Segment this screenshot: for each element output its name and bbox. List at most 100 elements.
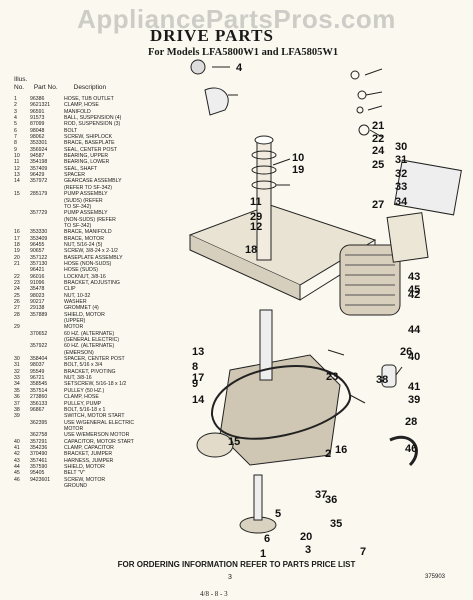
part-description: GEARCASE ASSEMBLY [64, 178, 122, 185]
illus-no: 42 [14, 451, 20, 458]
part-number: 91573 [30, 115, 45, 122]
part-number: 95405 [30, 470, 45, 477]
callout-8: 8 [192, 361, 198, 373]
callout-40: 40 [408, 351, 420, 363]
callout-labels: 1234567891011121314151617181920212223242… [192, 62, 421, 560]
page-number: 3 [228, 574, 232, 581]
page-subtitle: For Models LFA5800W1 and LFA5805W1 [148, 47, 339, 58]
illus-no: 40 [14, 438, 20, 445]
callout-45: 45 [408, 284, 420, 296]
callout-5: 5 [275, 508, 281, 520]
part-description: PULLEY, PUMP [64, 400, 102, 407]
header-illus-no: Illus. No. [14, 76, 28, 91]
callout-14: 14 [192, 394, 205, 406]
illus-no: 38 [14, 406, 20, 413]
part-description: (EMERSON) [64, 349, 94, 356]
part-description: 60 HZ. (ALTERNATE) [64, 330, 115, 337]
part-description: SHIELD, MOTOR [64, 463, 105, 470]
part-number: 96455 [30, 241, 45, 248]
parts-list-row: 42 370490 BRACKET, JUMPER [14, 451, 164, 457]
illus-no: 27 [14, 305, 20, 312]
illus-no: 37 [14, 400, 20, 407]
callout-9: 9 [192, 378, 198, 390]
illus-no: 29 [14, 324, 20, 331]
part-number: 98023 [30, 292, 45, 299]
callout-20: 20 [300, 531, 312, 543]
drive-parts-diagram: 1234567891011121314151617181920212223242… [188, 59, 462, 560]
illus-no: 4 [14, 115, 17, 122]
part-description: BELT "V" [64, 470, 86, 477]
callout-33: 33 [395, 181, 407, 193]
part-number: 90217 [30, 299, 45, 305]
illus-no: 32 [14, 368, 20, 375]
header-part-no: Part No. [33, 84, 58, 91]
part-description: BRACKET, ADJUSTING [64, 279, 120, 286]
callout-6: 6 [264, 533, 270, 545]
page-title: DRIVE PARTS [150, 26, 274, 45]
parts-list-row: TO SF-342) [14, 223, 164, 229]
illus-no: 31 [14, 362, 20, 369]
part-number: 356133 [30, 400, 48, 407]
part-description: SPACER [64, 172, 85, 179]
illus-no: 26 [14, 299, 20, 305]
illus-no: 15 [14, 191, 20, 198]
part-description: USE W/GENERAL ELECTRIC [64, 419, 135, 426]
illus-no: 18 [14, 241, 20, 248]
illus-no: 17 [14, 235, 20, 242]
part-description: HARNESS, JUMPER [64, 457, 114, 464]
part-number: 96016 [30, 273, 45, 280]
part-number: 356924 [30, 146, 48, 153]
part-description: TO SF-342) [64, 222, 92, 229]
illus-no: 21 [14, 260, 20, 267]
part-description: MOTOR [64, 425, 84, 432]
illus-no: 22 [14, 273, 20, 280]
illus-no: 35 [14, 387, 20, 394]
part-description: CLAMP, HOSE [64, 394, 99, 401]
part-description: SEAL, SHAFT [64, 165, 98, 172]
callout-17: 17 [192, 372, 204, 384]
part-description: BRACKET, JUMPER [64, 451, 113, 458]
part-description: BRACE, MOTOR [64, 235, 104, 242]
illus-no: 28 [14, 311, 20, 318]
part-number: 285179 [30, 191, 48, 198]
part-number: 95549 [30, 368, 45, 375]
part-number: 357291 [30, 438, 48, 445]
header-description: Description [73, 84, 107, 91]
part-number: 354198 [30, 159, 48, 166]
parts-list-row: (REFER TO SF-342) [14, 185, 164, 191]
parts-list-row: 370652 60 HZ. (ALTERNATE) [14, 331, 164, 337]
part-description: CLIP [64, 286, 76, 293]
part-number: 357130 [30, 260, 48, 267]
part-number: 370652 [30, 330, 48, 337]
part-description: SPACER, CENTER POST [64, 356, 125, 363]
part-number: 370490 [30, 451, 48, 458]
part-number: 357122 [30, 254, 48, 261]
belt [210, 365, 352, 440]
callout-13: 13 [192, 346, 204, 358]
part-number: 357922 [30, 343, 48, 350]
watermark: AppliancePartsPros.com [77, 4, 396, 34]
callout-46: 46 [405, 443, 417, 455]
illus-no: 1 [14, 96, 17, 102]
part-description: BEARING, LOWER [64, 159, 110, 166]
suspension-ball [190, 59, 206, 75]
illus-no: 33 [14, 375, 20, 382]
part-number: 354236 [30, 444, 48, 451]
illus-no: 39 [14, 413, 20, 420]
